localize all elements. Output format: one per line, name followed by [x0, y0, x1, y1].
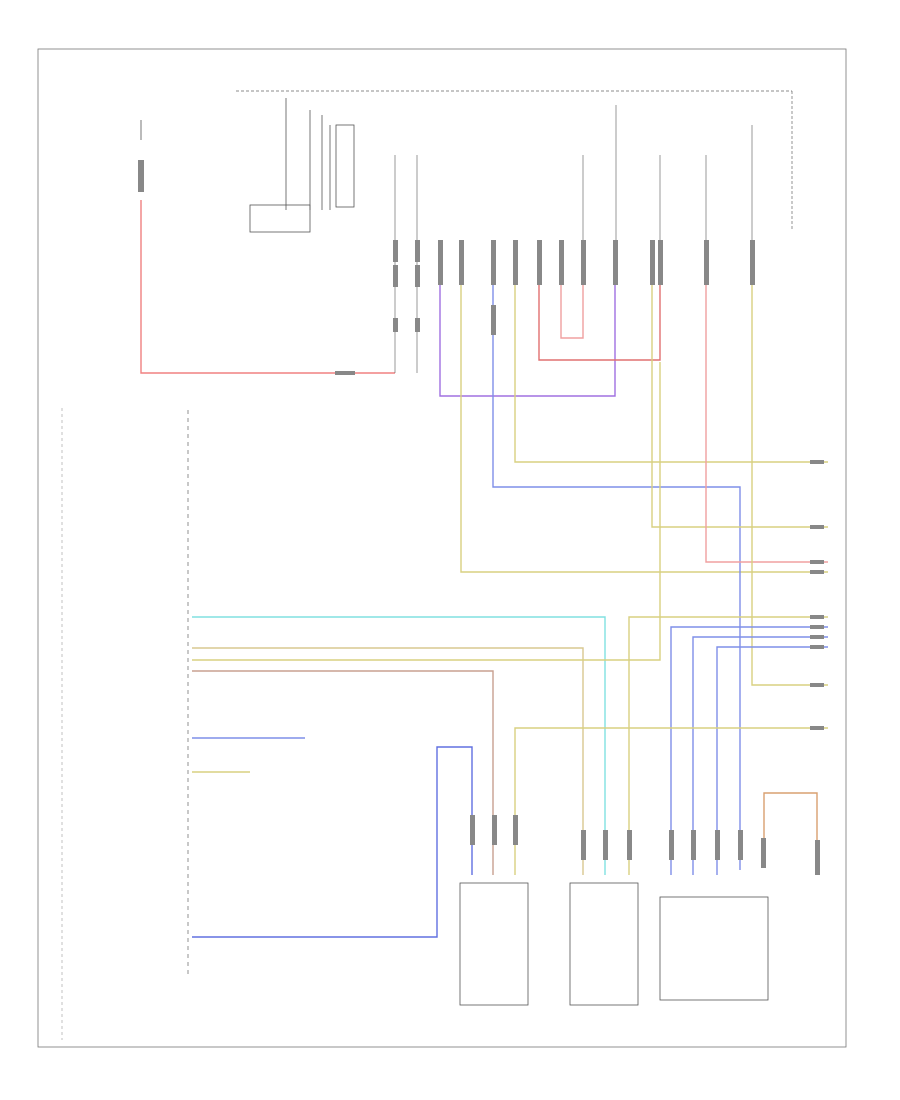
fuel-tank-pressure-sensor: [459, 815, 529, 1006]
relay-connector-c: [581, 240, 586, 285]
wire-yellow-right-c: [628, 616, 828, 875]
wire-blue-bottom: [192, 746, 473, 938]
wire-blue-upper: [492, 240, 741, 870]
evap-sensor: [569, 830, 639, 1006]
right-connector-d: [750, 240, 755, 285]
blue-connector-top: [491, 240, 496, 285]
yellow-upper-connector: [513, 240, 518, 285]
wire-pink-relay: [560, 240, 584, 339]
relay-connector-a: [537, 240, 542, 285]
wire-blue-right-e: [716, 646, 828, 875]
wire-red-relay: [538, 240, 661, 361]
wire-tan-2: [192, 362, 661, 661]
right-connector-b: [658, 240, 663, 285]
wire-yellow-upper: [514, 240, 828, 463]
wire-yellow-right-b: [751, 240, 828, 686]
wire-orange: [763, 792, 818, 875]
fuse-left: [138, 120, 144, 192]
splice-red: [335, 371, 355, 375]
wire-violet: [439, 240, 616, 397]
fuel-level-connector: [815, 840, 820, 875]
right-connector-c: [704, 240, 709, 285]
wire-cyan: [192, 616, 606, 875]
relay-connector-b: [559, 240, 564, 285]
violet-connector-right: [613, 240, 618, 285]
pcm-pin-column: [61, 408, 189, 1040]
wire-blue-right-d: [692, 636, 828, 875]
fuse-row-right: [582, 105, 753, 240]
right-edge-labels: [810, 460, 824, 730]
wire-red-left: [140, 200, 395, 374]
wire-blue-right-c: [670, 626, 828, 875]
wire-pink-right: [705, 240, 828, 563]
wire-yellow-main: [460, 240, 828, 573]
fuel-pump-module: [659, 830, 769, 1001]
right-connector-a: [650, 240, 655, 285]
yellow-connector-top: [459, 240, 464, 285]
blue-connector-mid: [491, 305, 496, 335]
underhood-relay-box: [249, 98, 355, 233]
trip-controller-pins: [393, 155, 420, 373]
diagram-frame: [37, 48, 847, 1048]
wire-tan-3: [192, 670, 494, 875]
wire-tan-1: [192, 647, 584, 875]
wire-yellow-right-a: [651, 240, 828, 528]
violet-connector: [438, 240, 443, 285]
